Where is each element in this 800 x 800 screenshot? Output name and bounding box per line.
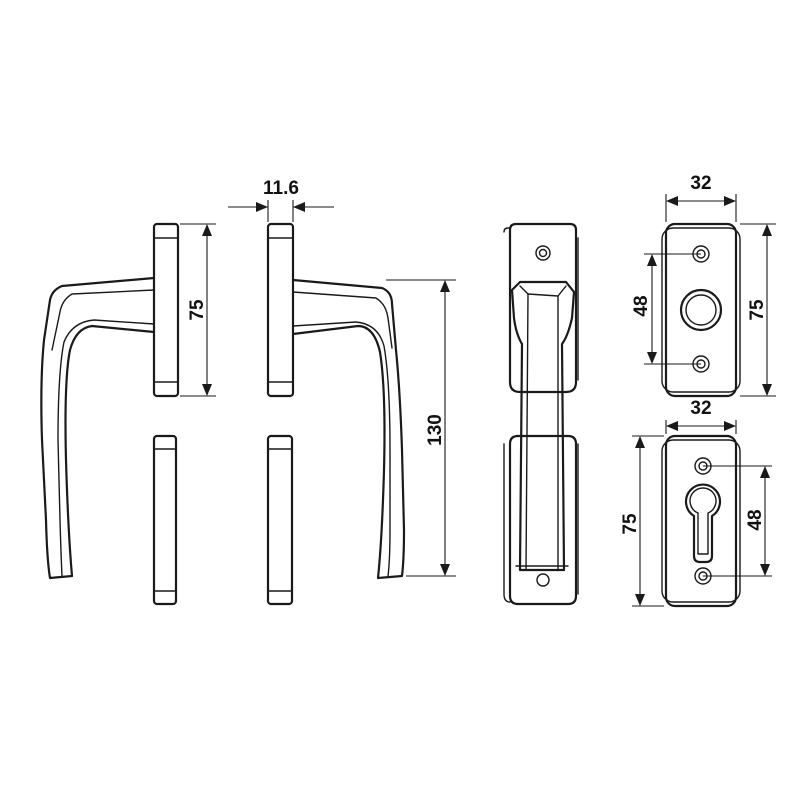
- rose-plate-outline: [664, 222, 738, 398]
- dim-label-bottom-plate-height: 75: [620, 513, 641, 535]
- left-escutcheon-bar: [152, 434, 178, 606]
- dim-bottom-plate-height: 75: [620, 435, 664, 607]
- dim-label-bottom-plate-width: 32: [690, 398, 711, 419]
- right-lever-outline: [291, 278, 406, 580]
- front-top-screw: [535, 245, 551, 261]
- left-lever-outline: [40, 276, 156, 580]
- dim-rose-thickness: 11.6: [228, 178, 334, 222]
- dim-top-plate-width: 32: [665, 173, 737, 222]
- dim-label-top-plate-height: 75: [747, 299, 768, 321]
- dim-label-top-plate-width: 32: [690, 173, 711, 194]
- dim-bottom-plate-width: 32: [665, 398, 737, 434]
- dim-label-rose-thickness: 11.6: [263, 178, 299, 199]
- rose-plate-top: [661, 222, 741, 398]
- dim-label-rose-height: 75: [187, 299, 208, 321]
- key-plate-outline: [664, 434, 738, 608]
- right-rose: [266, 222, 295, 398]
- key-plate-bottom: [661, 434, 741, 608]
- dim-handle-height: 130: [386, 279, 456, 577]
- right-escutcheon-bar: [266, 434, 294, 606]
- front-bottom-plate: [508, 434, 578, 606]
- cylinder-cutout: [684, 483, 722, 564]
- handle-front-view: [503, 222, 579, 606]
- right-handle-side-view: [266, 222, 406, 606]
- front-top-plate: [508, 222, 578, 394]
- dim-label-handle-height: 130: [425, 414, 446, 446]
- left-handle-side-view: [40, 222, 180, 606]
- dim-rose-height: 75: [180, 223, 216, 397]
- dim-label-top-plate-hole-spacing: 48: [631, 295, 652, 316]
- front-lever: [510, 280, 576, 572]
- rose-spindle-hole: [679, 288, 723, 332]
- front-bottom-screw: [536, 573, 550, 587]
- left-rose: [152, 222, 180, 398]
- dim-label-bottom-plate-hole-spacing: 48: [745, 509, 766, 530]
- dim-top-plate-height: 75: [740, 223, 776, 397]
- dim-bottom-plate-hole-spacing: 48: [703, 465, 772, 577]
- dim-top-plate-hole-spacing: 48: [631, 253, 701, 365]
